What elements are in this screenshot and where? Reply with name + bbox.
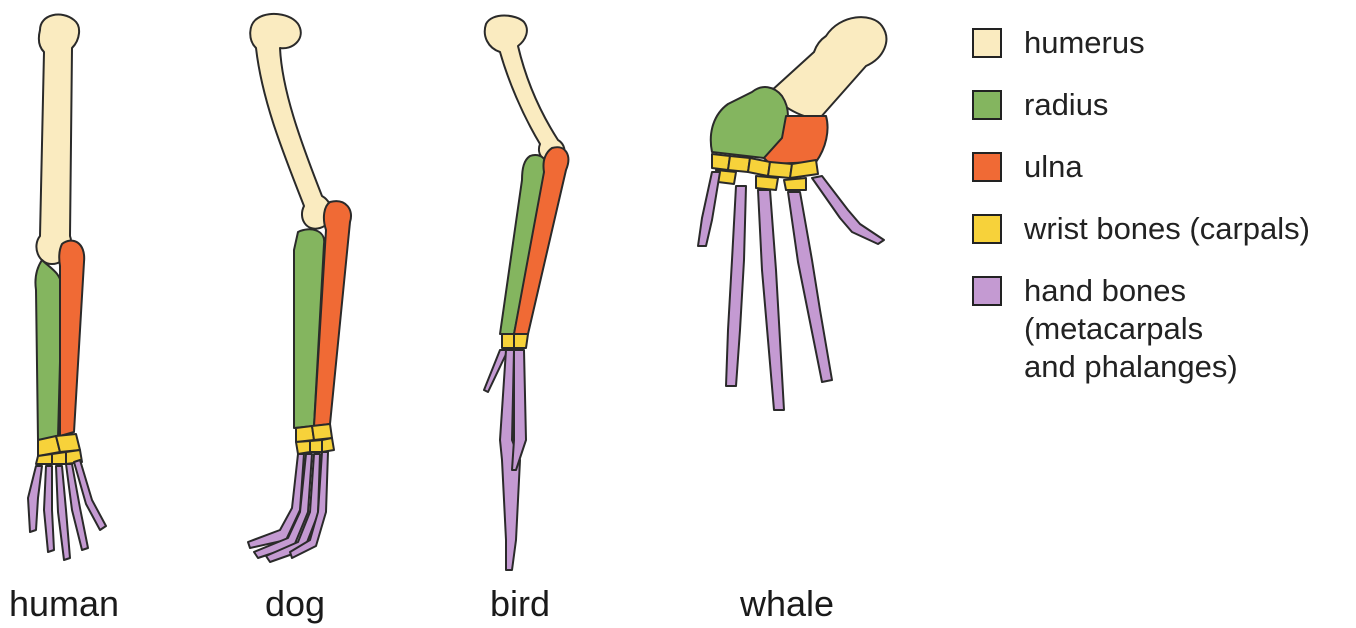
human-carpals [36,434,82,464]
bird-humerus [485,16,565,163]
dog-humerus [250,14,331,229]
human-hand-bones [28,460,106,560]
human-humerus [36,15,79,264]
legend-label-humerus: humerus [1024,24,1145,62]
dog-carpals [296,424,334,454]
legend-label-line: hand bones [1024,272,1238,310]
whale-humerus [770,17,886,118]
legend-label-ulna: ulna [1024,148,1083,186]
limb-label-whale: whale [740,586,834,622]
limb-label-bird: bird [490,586,550,622]
legend-label-line: ulna [1024,148,1083,186]
legend-item-ulna: ulna [972,148,1310,186]
legend-label-line: (metacarpals [1024,310,1238,348]
legend-item-wrist: wrist bones (carpals) [972,210,1310,248]
human-radius [35,260,62,440]
legend-swatch-hand [972,276,1002,306]
legend-label-line: wrist bones (carpals) [1024,210,1310,248]
legend-label-wrist: wrist bones (carpals) [1024,210,1310,248]
legend-swatch-ulna [972,152,1002,182]
legend-swatch-humerus [972,28,1002,58]
legend-item-radius: radius [972,86,1310,124]
human-arm [28,15,106,560]
bird-hand-bones [484,350,526,570]
legend-label-line: humerus [1024,24,1145,62]
whale-flipper [698,17,886,410]
whale-hand-bones [698,172,884,410]
legend-label-radius: radius [1024,86,1108,124]
legend-label-line: and phalanges) [1024,348,1238,386]
legend-label-line: radius [1024,86,1108,124]
bird-carpals [502,334,528,348]
limb-label-dog: dog [265,586,325,622]
legend-swatch-wrist [972,214,1002,244]
limb-label-human: human [9,586,119,622]
legend-item-humerus: humerus [972,24,1310,62]
legend: humerus radius ulna wrist bones (carpals) ha… [972,24,1310,410]
legend-swatch-radius [972,90,1002,120]
dog-leg [248,14,351,562]
dog-hand-bones [248,452,328,562]
bird-wing [484,16,568,571]
human-ulna [59,241,84,436]
